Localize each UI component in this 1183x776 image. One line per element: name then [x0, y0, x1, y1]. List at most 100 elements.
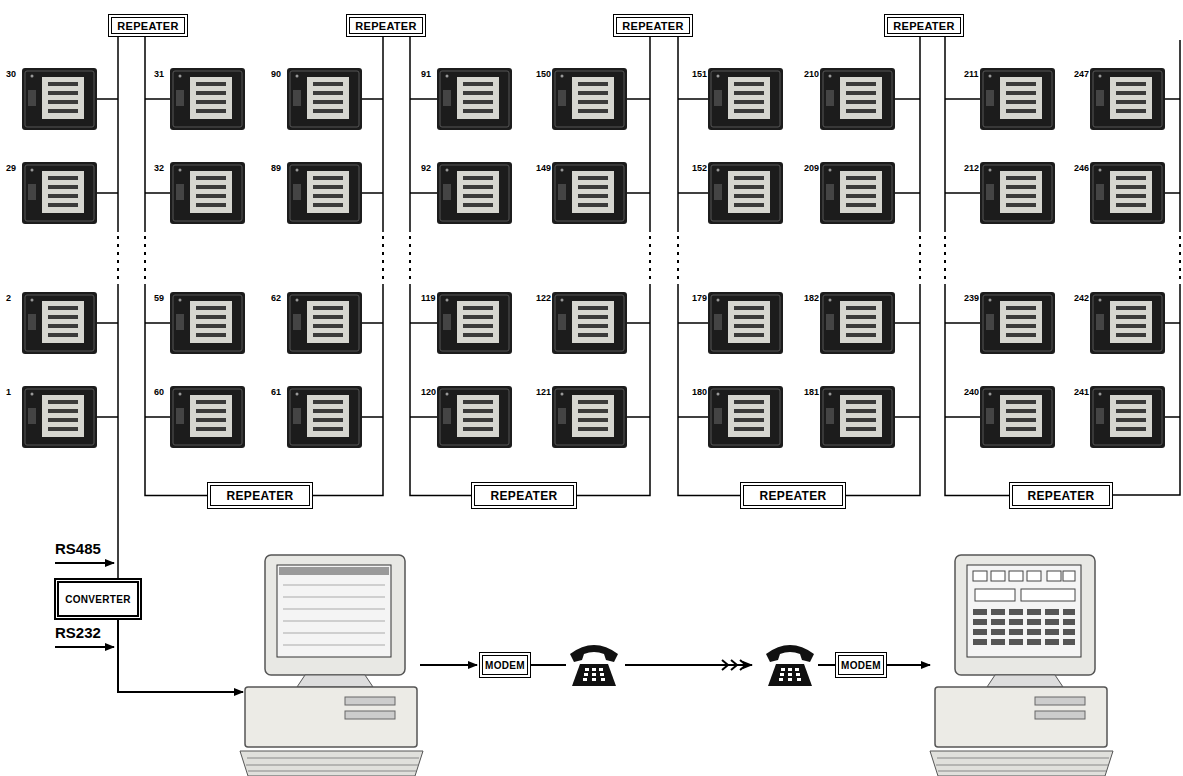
- power-meter: [945, 292, 1055, 354]
- repeater-box: REPEATER: [613, 14, 693, 37]
- power-meter: [945, 162, 1055, 224]
- meter-address: 2: [6, 293, 11, 303]
- power-meter: [678, 68, 783, 130]
- meter-address: 212: [964, 163, 979, 173]
- meter-address: 246: [1074, 163, 1089, 173]
- repeater-box: REPEATER: [1009, 482, 1113, 509]
- repeater-box: REPEATER: [108, 14, 188, 37]
- signal-name: RS485: [55, 540, 101, 557]
- wire: [818, 664, 836, 666]
- meter-address: 89: [271, 163, 281, 173]
- meter-address: 181: [804, 387, 819, 397]
- bus-line: [846, 37, 920, 496]
- power-meter: [22, 386, 118, 448]
- power-meter: [945, 386, 1055, 448]
- power-meter: [22, 68, 118, 130]
- power-meter: [287, 386, 383, 448]
- power-meter: [287, 292, 383, 354]
- rs232-wire: [118, 612, 243, 692]
- meter-address: 32: [154, 163, 164, 173]
- phone-line: [625, 664, 752, 666]
- box-label: REPEATER: [1028, 489, 1095, 503]
- transmission-chevrons: [722, 660, 746, 670]
- box-label: REPEATER: [760, 489, 827, 503]
- power-meter: [820, 386, 920, 448]
- meter-address: 31: [154, 69, 164, 79]
- meter-address: 179: [692, 293, 707, 303]
- wire: [530, 664, 566, 666]
- repeater-box: REPEATER: [884, 14, 964, 37]
- repeater-box: REPEATER: [740, 482, 846, 509]
- power-meter: [1090, 292, 1180, 354]
- computer: [240, 555, 423, 776]
- box-label: REPEATER: [622, 20, 683, 32]
- power-meter: [820, 292, 920, 354]
- power-meter: [552, 162, 650, 224]
- meter-address: 241: [1074, 387, 1089, 397]
- signal-name: RS232: [55, 624, 101, 641]
- box-label: REPEATER: [117, 20, 178, 32]
- power-meter: [678, 162, 783, 224]
- power-meter: [145, 68, 245, 130]
- computer: [930, 555, 1113, 776]
- power-meter: [1090, 68, 1180, 130]
- power-meter: [22, 292, 118, 354]
- box-label: MODEM: [841, 660, 881, 671]
- meter-address: 121: [536, 387, 551, 397]
- bus-line: [945, 37, 1009, 496]
- meter-address: 150: [536, 69, 551, 79]
- meter-address: 209: [804, 163, 819, 173]
- meter-address: 242: [1074, 293, 1089, 303]
- meter-address: 119: [421, 293, 436, 303]
- meter-address: 122: [536, 293, 551, 303]
- box-label: CONVERTER: [65, 594, 130, 605]
- meter-address: 152: [692, 163, 707, 173]
- modem-box: MODEM: [479, 652, 531, 678]
- meter-address: 90: [271, 69, 281, 79]
- power-meter: [410, 68, 512, 130]
- repeater-box: REPEATER: [207, 482, 313, 509]
- box-label: MODEM: [485, 660, 525, 671]
- modem-box: MODEM: [835, 652, 887, 678]
- bus-line: [410, 37, 471, 496]
- bus-continuation: [1100, 40, 1180, 495]
- meter-address: 182: [804, 293, 819, 303]
- power-meter: [287, 162, 383, 224]
- power-meter: [145, 162, 245, 224]
- signal-arrow: [55, 646, 114, 648]
- meter-address: 247: [1074, 69, 1089, 79]
- meter-address: 180: [692, 387, 707, 397]
- meter-address: 29: [6, 163, 16, 173]
- power-meter: [945, 68, 1055, 130]
- power-meter: [678, 386, 783, 448]
- meter-address: 92: [421, 163, 431, 173]
- telephone: [766, 645, 814, 686]
- meter-address: 211: [964, 69, 979, 79]
- meter-address: 239: [964, 293, 979, 303]
- power-meter: [552, 68, 650, 130]
- meter-address: 120: [421, 387, 436, 397]
- box-label: REPEATER: [227, 489, 294, 503]
- meter-address: 151: [692, 69, 707, 79]
- power-meter: [410, 386, 512, 448]
- box-label: REPEATER: [491, 489, 558, 503]
- power-meter: [145, 292, 245, 354]
- meter-address: 240: [964, 387, 979, 397]
- meter-address: 30: [6, 69, 16, 79]
- meter-address: 149: [536, 163, 551, 173]
- wire-arrow: [420, 664, 477, 666]
- power-meter: [552, 386, 650, 448]
- box-label: REPEATER: [355, 20, 416, 32]
- wire-arrow: [886, 664, 930, 666]
- power-meter: [410, 292, 512, 354]
- power-meter: [22, 162, 118, 224]
- meter-address: 60: [154, 387, 164, 397]
- repeater-box: REPEATER: [471, 482, 577, 509]
- meter-address: 91: [421, 69, 431, 79]
- power-meter: [1090, 162, 1180, 224]
- power-meter: [820, 68, 920, 130]
- telephone: [570, 645, 618, 686]
